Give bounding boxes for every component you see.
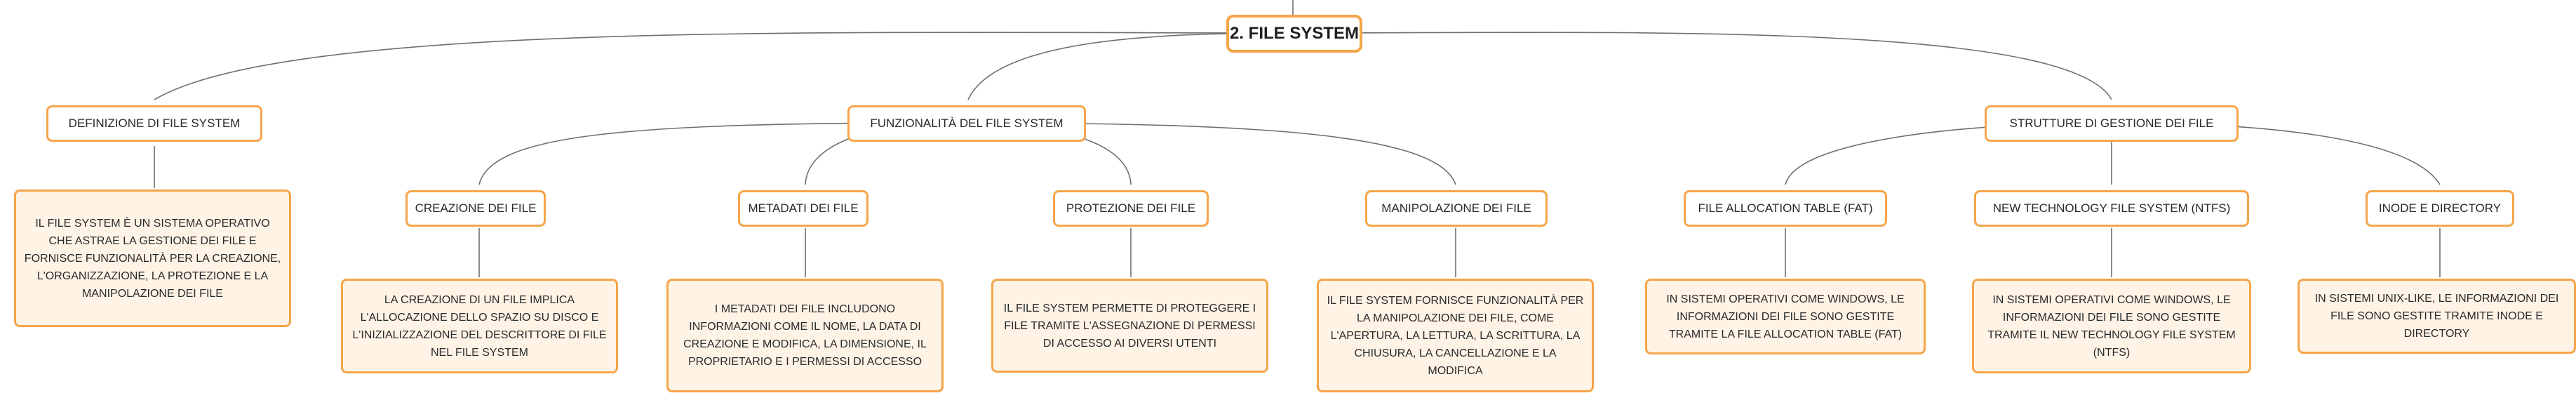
note-ntfs-text: IN SISTEMI OPERATIVI COME WINDOWS, LE IN… <box>1987 293 2236 359</box>
note-inode-text: IN SISTEMI UNIX-LIKE, LE INFORMAZIONI DE… <box>2314 293 2559 340</box>
note-inode[interactable]: IN SISTEMI UNIX-LIKE, LE INFORMAZIONI DE… <box>2297 279 2576 354</box>
note-manipolazione[interactable]: IL FILE SYSTEM FORNISCE FUNZIONALITÀ PER… <box>1317 279 1594 392</box>
note-metadati[interactable]: I METADATI DEI FILE INCLUDONO INFORMAZIO… <box>666 279 944 392</box>
note-fat-text: IN SISTEMI OPERATIVI COME WINDOWS, LE IN… <box>1666 293 1905 340</box>
note-ntfs[interactable]: IN SISTEMI OPERATIVI COME WINDOWS, LE IN… <box>1972 279 2251 373</box>
topic-ntfs-label: NEW TECHNOLOGY FILE SYSTEM (NTFS) <box>1992 201 2231 215</box>
topic-metadati[interactable]: METADATI DEI FILE <box>738 190 868 227</box>
topic-definizione-label: DEFINIZIONE DI FILE SYSTEM <box>68 117 241 130</box>
connector-funz-creazione <box>478 122 956 185</box>
topic-creazione-label: CREAZIONE DEI FILE <box>415 201 537 215</box>
topic-creazione[interactable]: CREAZIONE DEI FILE <box>405 190 546 227</box>
topic-funzionalita[interactable]: FUNZIONALITÀ DEL FILE SYSTEM <box>847 105 1086 142</box>
note-manipolazione-text: IL FILE SYSTEM FORNISCE FUNZIONALITÀ PER… <box>1327 294 1584 377</box>
note-metadati-text: I METADATI DEI FILE INCLUDONO INFORMAZIO… <box>683 303 927 368</box>
topic-definizione[interactable]: DEFINIZIONE DI FILE SYSTEM <box>46 105 262 142</box>
note-protezione-text: IL FILE SYSTEM PERMETTE DI PROTEGGERE I … <box>1003 302 1256 350</box>
root-topic-label: 2. FILE SYSTEM <box>1229 24 1360 43</box>
topic-inode[interactable]: INODE E DIRECTORY <box>2366 190 2514 227</box>
topic-manipolazione-label: MANIPOLAZIONE DEI FILE <box>1381 201 1531 215</box>
root-topic[interactable]: 2. FILE SYSTEM <box>1226 15 1362 53</box>
topic-inode-label: INODE E DIRECTORY <box>2378 201 2502 215</box>
topic-strutture-label: STRUTTURE DI GESTIONE DEI FILE <box>2009 117 2214 130</box>
note-definizione-text: IL FILE SYSTEM È UN SISTEMA OPERATIVO CH… <box>24 217 281 300</box>
note-creazione-text: LA CREAZIONE DI UN FILE IMPLICA L'ALLOCA… <box>352 293 607 359</box>
topic-fat-label: FILE ALLOCATION TABLE (FAT) <box>1698 201 1873 215</box>
topic-metadati-label: METADATI DEI FILE <box>748 201 859 215</box>
note-creazione[interactable]: LA CREAZIONE DI UN FILE IMPLICA L'ALLOCA… <box>341 279 618 373</box>
note-definizione[interactable]: IL FILE SYSTEM È UN SISTEMA OPERATIVO CH… <box>14 190 291 327</box>
connector-root-definizione <box>154 32 1294 100</box>
topic-ntfs[interactable]: NEW TECHNOLOGY FILE SYSTEM (NTFS) <box>1974 190 2249 227</box>
topic-protezione[interactable]: PROTEZIONE DEI FILE <box>1053 190 1209 227</box>
topic-funzionalita-label: FUNZIONALITÀ DEL FILE SYSTEM <box>870 117 1064 130</box>
topic-manipolazione[interactable]: MANIPOLAZIONE DEI FILE <box>1365 190 1548 227</box>
topic-strutture[interactable]: STRUTTURE DI GESTIONE DEI FILE <box>1985 105 2239 142</box>
topic-fat[interactable]: FILE ALLOCATION TABLE (FAT) <box>1684 190 1887 227</box>
note-protezione[interactable]: IL FILE SYSTEM PERMETTE DI PROTEGGERE I … <box>991 279 1268 373</box>
connector-root-strutture <box>1292 32 2112 100</box>
topic-protezione-label: PROTEZIONE DEI FILE <box>1066 201 1196 215</box>
note-fat[interactable]: IN SISTEMI OPERATIVI COME WINDOWS, LE IN… <box>1645 279 1926 354</box>
